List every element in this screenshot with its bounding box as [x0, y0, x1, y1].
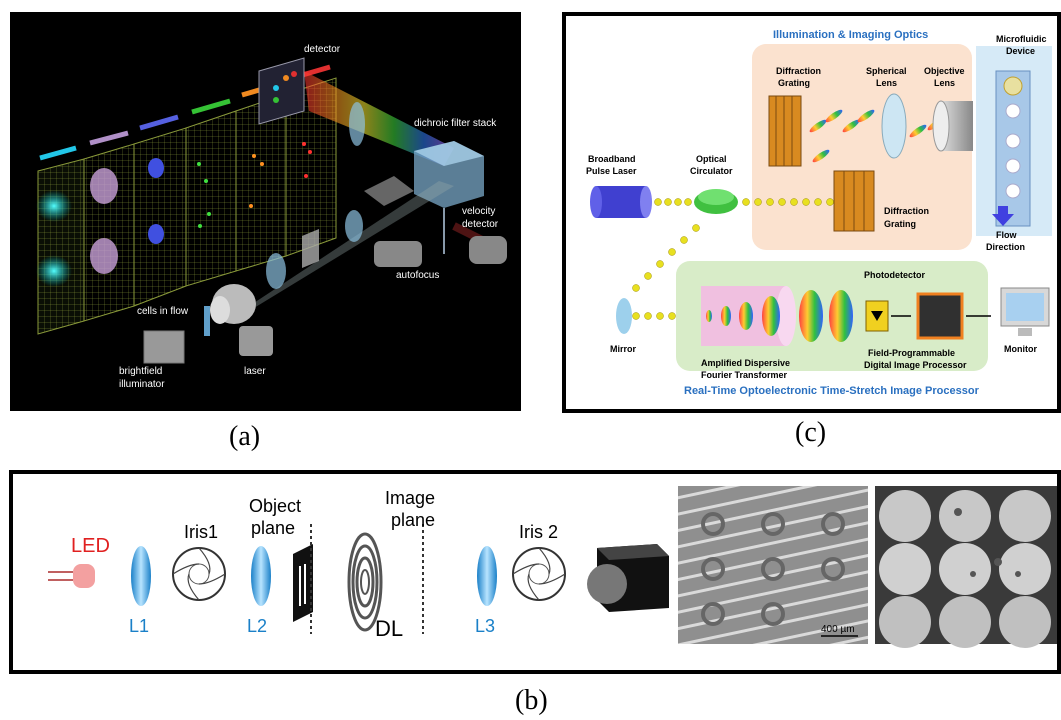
label-diffraction-bottom-2: Grating	[884, 219, 916, 229]
label-transformer-1: Amplified Dispersive	[701, 358, 790, 368]
panel-c-time-stretch-imaging: Illumination & Imaging Optics Microfluid…	[562, 12, 1061, 413]
label-flow-1: Flow	[996, 230, 1017, 240]
channel-images	[36, 77, 337, 335]
velocity-detector-box	[469, 236, 507, 264]
label-dichroic-filter-stack: dichroic filter stack	[414, 118, 497, 129]
label-illumination-optics: Illumination & Imaging Optics	[773, 29, 928, 41]
label-l2: L2	[247, 616, 267, 636]
label-velocity-2: detector	[462, 219, 499, 230]
mirror	[616, 298, 632, 334]
label-microfluidic-1: Microfluidic	[996, 34, 1047, 44]
label-diffraction-top-2: Grating	[778, 78, 810, 88]
detector-array	[258, 57, 305, 125]
optical-path	[204, 176, 496, 336]
micrograph-patterned: 400 µm	[678, 486, 868, 644]
label-diffraction-top-1: Diffraction	[776, 66, 821, 76]
diffraction-grating-top	[768, 95, 802, 167]
micrograph-cells	[875, 486, 1057, 648]
label-dl: DL	[375, 616, 403, 641]
label-brightfield-2: illuminator	[119, 379, 165, 390]
objective-lens	[932, 100, 973, 152]
dichroic-filter-cube	[414, 141, 484, 208]
panel-a-flow-cytometer: detector dichroic filter stack velocity …	[10, 12, 521, 411]
dispersive-fourier-transformer	[701, 286, 853, 346]
label-fpga-2: Digital Image Processor	[864, 360, 967, 370]
spherical-lens	[881, 93, 907, 159]
label-broadband-2: Pulse Laser	[586, 166, 637, 176]
label-autofocus: autofocus	[396, 270, 439, 281]
led-source	[48, 564, 95, 588]
label-brightfield-1: brightfield	[119, 366, 162, 377]
label-broadband-1: Broadband	[588, 154, 636, 164]
diffraction-grating-bottom	[833, 170, 875, 232]
flow-arrow	[992, 206, 1014, 226]
label-velocity-1: velocity	[462, 206, 495, 217]
photodetector	[865, 300, 889, 332]
label-spherical-1: Spherical	[866, 66, 907, 76]
spectral-beam	[304, 71, 454, 166]
panel-b-microscope-setup: LED L1 Iris1 L2 Object plane DL Image p	[9, 470, 1061, 674]
label-led: LED	[71, 535, 110, 557]
label-circulator-1: Optical	[696, 154, 727, 164]
panel-c-illustration: Illumination & Imaging Optics Microfluid…	[586, 29, 1052, 397]
label-objective-1: Objective	[924, 66, 965, 76]
lens-l3	[477, 546, 497, 606]
caption-b: (b)	[515, 685, 548, 716]
monitor	[1000, 287, 1050, 336]
label-cells-in-flow: cells in flow	[137, 306, 189, 317]
broadband-pulse-laser	[590, 186, 652, 218]
label-image-plane-1: Image	[385, 488, 435, 508]
laser-box	[239, 326, 273, 356]
fpga-chip	[916, 292, 964, 340]
label-scalebar: 400 µm	[821, 624, 855, 635]
label-iris-2: Iris 2	[519, 522, 558, 542]
label-circulator-2: Circulator	[690, 166, 733, 176]
label-l1: L1	[129, 616, 149, 636]
channel-color-bars	[39, 64, 331, 161]
label-spherical-2: Lens	[876, 78, 897, 88]
iris-2	[512, 547, 566, 601]
label-transformer-2: Fourier Transformer	[701, 370, 788, 380]
label-l3: L3	[475, 616, 495, 636]
lens-l2	[251, 546, 271, 606]
label-monitor: Monitor	[1004, 344, 1037, 354]
caption-c: (c)	[795, 417, 827, 448]
lens-l1	[131, 546, 151, 606]
label-mirror: Mirror	[610, 344, 637, 354]
caption-a: (a)	[229, 421, 261, 452]
label-image-plane-2: plane	[391, 510, 435, 530]
label-laser: laser	[244, 366, 266, 377]
panel-b-illustration: LED L1 Iris1 L2 Object plane DL Image p	[48, 486, 1057, 648]
label-object-plane-1: Object	[249, 496, 301, 516]
label-microfluidic-2: Device	[1006, 46, 1035, 56]
label-objective-2: Lens	[934, 78, 955, 88]
label-photodetector: Photodetector	[864, 270, 925, 280]
panel-a-illustration: detector dichroic filter stack velocity …	[36, 44, 507, 390]
diffractive-lens-dl	[347, 532, 383, 632]
object-slide	[293, 524, 313, 634]
collimating-lens	[349, 102, 365, 146]
optical-circulator	[694, 189, 738, 214]
label-flow-2: Direction	[986, 242, 1025, 252]
label-diffraction-bottom-1: Diffraction	[884, 206, 929, 216]
brightfield-illuminator-box	[143, 330, 185, 364]
pulse-train	[632, 198, 834, 320]
label-object-plane-2: plane	[251, 518, 295, 538]
label-iris-1: Iris1	[184, 522, 218, 542]
iris-1	[172, 547, 226, 601]
label-realtime-processor: Real-Time Optoelectronic Time-Stretch Im…	[684, 385, 980, 397]
label-detector: detector	[304, 44, 341, 55]
label-fpga-1: Field-Programmable	[868, 348, 955, 358]
camera	[587, 544, 669, 612]
autofocus-box	[374, 241, 422, 267]
